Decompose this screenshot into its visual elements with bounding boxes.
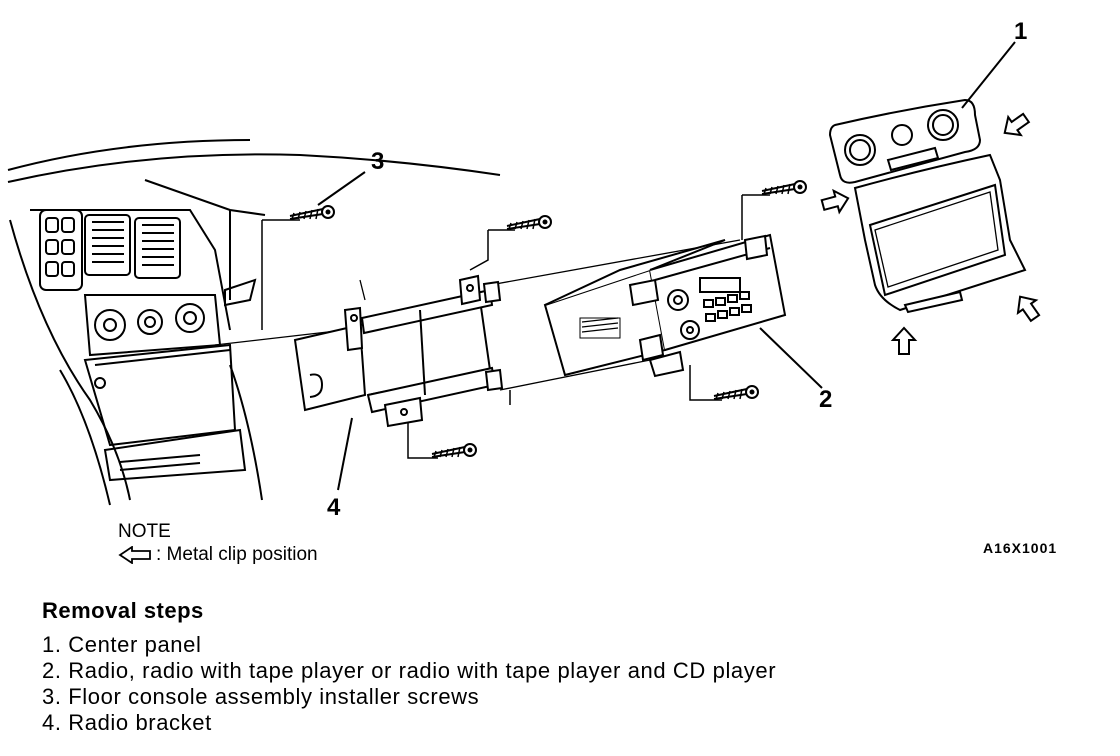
screw-left-top: [261, 205, 335, 330]
figure-code: A16X1001: [983, 540, 1058, 556]
callout-4: 4: [327, 494, 341, 521]
center-panel-drawing: [828, 98, 1027, 314]
step-item: 1. Center panel: [42, 632, 202, 657]
callout-2: 2: [819, 386, 833, 413]
screw-bracket-bottom: [407, 390, 511, 459]
removal-steps: Removal steps 1. Center panel 2. Radio, …: [42, 598, 1102, 736]
note-legend-text: : Metal clip position: [156, 544, 318, 565]
hollow-arrow-icon: [118, 545, 151, 564]
step-item: 4. Radio bracket: [42, 710, 212, 735]
step-item: 3. Floor console assembly installer scre…: [42, 684, 480, 709]
radio-bracket-drawing: [293, 274, 504, 428]
steps-title: Removal steps: [42, 598, 204, 623]
screw-radio-bottom: [689, 365, 759, 401]
dashboard-drawing: [7, 139, 501, 506]
note-legend: : Metal clip position: [118, 543, 318, 566]
step-item: 2. Radio, radio with tape player or radi…: [42, 658, 777, 683]
radio-unit-drawing: [543, 233, 787, 378]
note-block: NOTE : Metal clip position: [118, 520, 318, 566]
note-title: NOTE: [118, 521, 171, 542]
callout-1: 1: [1014, 18, 1028, 45]
callout-3: 3: [371, 148, 385, 175]
callout-leaders: [317, 41, 1016, 491]
screw-bracket-top: [469, 215, 552, 271]
screw-radio-top: [741, 180, 807, 240]
